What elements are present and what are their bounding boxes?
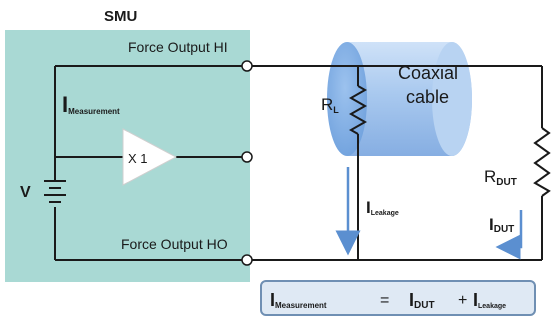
voltage-source-label: V [20,184,31,201]
rl-label: RL [321,95,339,115]
equation-plus: + [458,292,467,309]
equation-box [260,280,536,316]
resistor-rdut-icon [533,127,551,197]
equation-term-leakage: ILeakage [473,290,506,310]
dut-current-label: IDUT [489,215,514,235]
wires [54,65,543,261]
measurement-current-label: IMeasurement [62,92,120,117]
force-ho-label: Force Output HO [121,236,228,252]
equation-equals: = [380,292,389,309]
terminal-buffer-out [241,151,253,163]
coaxial-label-line2: cable [406,87,449,107]
leakage-current-label: ILeakage [366,198,399,217]
resistor-rl-icon [348,85,368,135]
buffer-gain-label: X 1 [128,151,148,166]
terminal-force-hi [241,60,253,72]
equation-lhs: IMeasurement [270,290,327,310]
rdut-label: RDUT [484,167,517,188]
voltage-source-icon [44,180,66,203]
dut-current-arrow-icon [495,210,523,260]
terminal-force-ho [241,254,253,266]
force-hi-label: Force Output HI [128,39,228,55]
smu-title: SMU [104,8,137,25]
buffer-amplifier-icon [122,128,178,186]
equation-term-dut: IDUT [409,290,435,311]
coaxial-label-line1: Coaxial [398,63,458,83]
